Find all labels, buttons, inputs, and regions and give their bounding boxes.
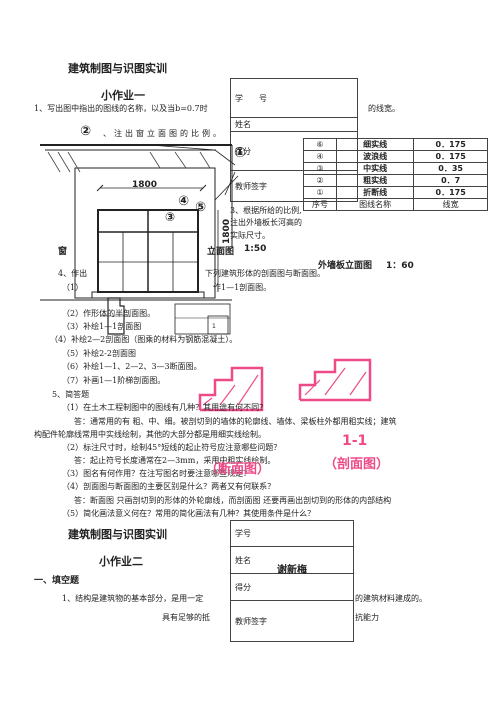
question-4-sub2: （2）作形体的半剖面图。 [62, 309, 156, 318]
question-4-sub1: （1） [62, 283, 84, 292]
wallpanel-label: 外墙板立面图 [318, 261, 373, 271]
svg-text:1: 1 [212, 323, 216, 330]
fill-question-1a: 1、结构是建筑物的基本部分，是用一定 [62, 594, 204, 603]
name-cell-2: 姓名 谢新梅 [230, 546, 354, 576]
line-type-table: ⑥ 细实线 0．175 ④ 波浪线 0．175 ③ 中实线 0．35 ② 粗实线… [303, 138, 488, 211]
fill-question-1b: 的建筑材料建成的。 [355, 594, 427, 603]
question-1-suffix: 的线宽。 [368, 104, 400, 113]
question-2-text: 、注出窗立面图的比例。 [103, 129, 224, 138]
course-title: 建筑制图与识图实训 [68, 62, 167, 75]
question-3-line3: 实际尺寸。 [230, 231, 270, 240]
assignment-title: 小作业一 [101, 89, 145, 102]
marker-5-icon: ⑤ [195, 200, 207, 215]
line-type-row: ① 折断线 0．175 [303, 186, 488, 199]
question-4-sub5: （5）补绘2-2剖面图 [62, 349, 136, 358]
marker-2-icon: ② [80, 124, 92, 139]
question-4-sub4: （4）补绘2—2剖面图（图乘的材料为钢筋混凝土）。 [50, 335, 238, 344]
answer-5-1a: 答：通常用的有 粗、中、细。被剖切到的墙体的轮廓线、墙体、梁板柱外都用粗实线；建… [74, 417, 397, 426]
question-4-intro: 4、作出 [58, 269, 88, 278]
question-4-intro-tail: 下列建筑形体的剖面图与断面图。 [205, 269, 325, 278]
question-4-sub6: （6）补绘1—1、2—2、3—3断面图。 [62, 362, 202, 371]
question-5-2: （2）标注尺寸时，绘制45°短线的起止符号应注意哪些问题？ [62, 443, 282, 452]
course-title-2: 建筑制图与识图实训 [68, 528, 167, 541]
teacher-cell-2: 教师签字 [230, 600, 354, 642]
dimension-1800-horizontal: 1800 [132, 180, 158, 190]
answer-5-4: 答：断面图 只画剖切到的形体的外轮廓线，而剖面图 还要再画出剖切到的形体的内部结… [74, 496, 392, 505]
question-5-3: （3）图名有何作用？在注写图名时要注意哪些规定？ [62, 469, 252, 478]
question-4-sub7: （7）补画1—1阶梯剖面图。 [62, 376, 166, 385]
line-type-header-row: 序号 图线名称 线宽 [303, 198, 488, 211]
student-no-cell: 学 号 [230, 78, 358, 118]
question-3-line1: 3、根据所给的比例, [230, 206, 302, 215]
question-4-sub3: （3）补绘1—1剖面图 [62, 322, 142, 331]
marker-4-icon: ④ [178, 194, 190, 209]
wallpanel-scale: 1：60 [386, 261, 414, 271]
marker-1-icon: ① [234, 145, 246, 161]
student-info-table-2: 学号 姓名 谢新梅 得分 教师签字 [230, 520, 354, 642]
elevation-label: 立面图 [207, 247, 235, 257]
marker-3-icon: ③ [165, 210, 176, 224]
assignment-title-2: 小作业二 [99, 555, 143, 568]
answer-5-1b: 构配件轮廓线常用中实线绘制，其他的大部分都是用细实线绘制。 [34, 430, 266, 439]
score-cell-2: 得分 [230, 573, 354, 601]
fill-in-section-title: 一、填空题 [34, 576, 80, 586]
window-label: 窗 [58, 247, 68, 257]
question-5-title: 5、简答题 [52, 390, 90, 399]
question-5-5: （5）简化画法意义何在？常用的简化画法有几种？其使用条件是什么？ [62, 509, 316, 518]
question-5-4: （4）剖面图与断面图的主要区别是什么？两者又有何联系？ [62, 482, 276, 491]
student-name-value: 谢新梅 [277, 565, 307, 576]
student-no-cell-2: 学号 [230, 520, 354, 547]
question-5-1: （1）在土木工程制图中的图线有几种？其用途有何不同？ [62, 403, 268, 412]
question-3-line2: 注出外墙板长河高的 [230, 218, 302, 227]
fill-question-1d: 抗能力 [355, 613, 379, 622]
fill-question-1c: 具有足够的抵 [162, 613, 210, 622]
cut-view-label: （断面图） [205, 462, 271, 477]
elevation-scale: 1:50 [244, 244, 267, 254]
question-1-text: 1、写出图中指出的图线的名称，以及当b=0.7时 [34, 104, 208, 113]
line-type-row: ④ 波浪线 0．175 [303, 150, 488, 163]
section-1-1-label: 1-1 [342, 433, 368, 449]
section-view-label: （剖面图） [324, 457, 390, 472]
question-4-sub1-tail: 作1—1剖面图。 [213, 283, 272, 292]
answer-5-2: 答：起止符号长度通常在2—3mm，采用中粗实线绘制。 [74, 456, 276, 465]
